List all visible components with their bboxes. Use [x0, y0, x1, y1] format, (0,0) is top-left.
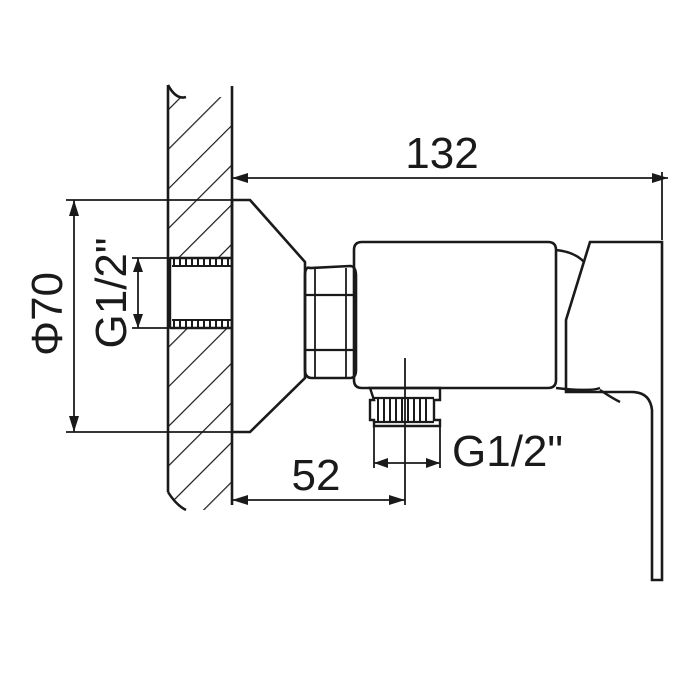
dimension-outlet-offset: 52 [232, 451, 405, 505]
dimension-overall-length: 132 [232, 129, 668, 240]
outlet-thread-label: G1/2" [452, 427, 563, 476]
dimension-outlet-thread: G1/2" [373, 426, 563, 476]
inlet-thread-bottom [172, 319, 232, 328]
inlet-bore-cutout [170, 258, 232, 328]
dimension-flange-diameter: Φ70 [23, 199, 250, 433]
overall-length-label: 132 [405, 129, 478, 178]
outlet-offset-label: 52 [292, 451, 341, 500]
wall-section [166, 84, 234, 512]
flange-cover [230, 198, 307, 434]
wall-break-top [166, 84, 187, 99]
inlet-fitting [168, 256, 232, 330]
hex-nut [303, 264, 358, 380]
flange-diameter-label: Φ70 [23, 272, 72, 356]
dimension-inlet-thread: G1/2" [87, 237, 170, 349]
outlet-thread [377, 398, 427, 422]
valve-body [352, 240, 601, 392]
lever-handle [564, 240, 664, 582]
inlet-thread-label: G1/2" [87, 237, 136, 348]
wall-break-bottom [166, 491, 187, 512]
inlet-thread-top [172, 258, 232, 267]
